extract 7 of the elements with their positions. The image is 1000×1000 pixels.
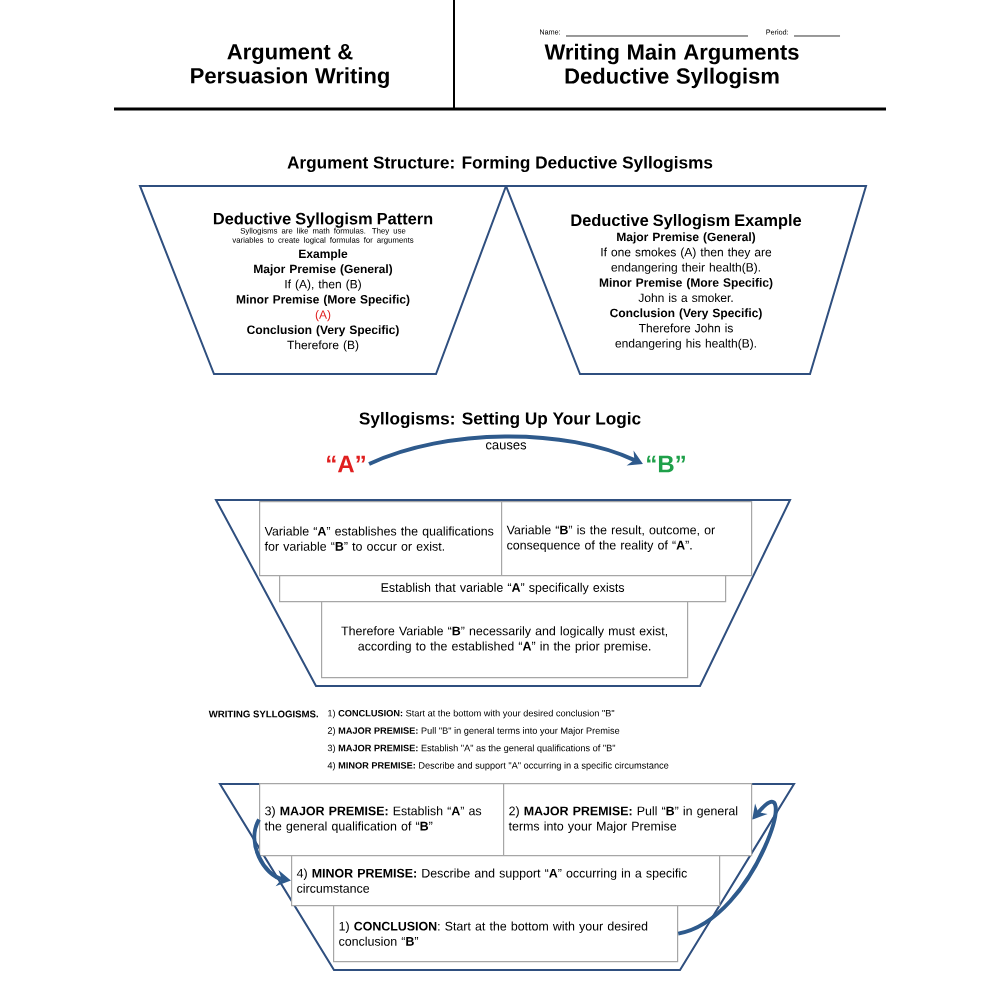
header-title: Writing Main Arguments Deductive Syllogism xyxy=(544,43,799,89)
variable-label: “B” xyxy=(647,455,685,473)
section-heading: Syllogisms: Setting Up Your Logic xyxy=(359,411,641,429)
section-heading: Argument Structure: Forming Deductive Syllogisms xyxy=(287,155,713,173)
curved-arrow xyxy=(677,800,778,936)
variable-label: “A” xyxy=(327,455,365,473)
header-title: Argument & Persuasion Writing xyxy=(191,44,389,88)
